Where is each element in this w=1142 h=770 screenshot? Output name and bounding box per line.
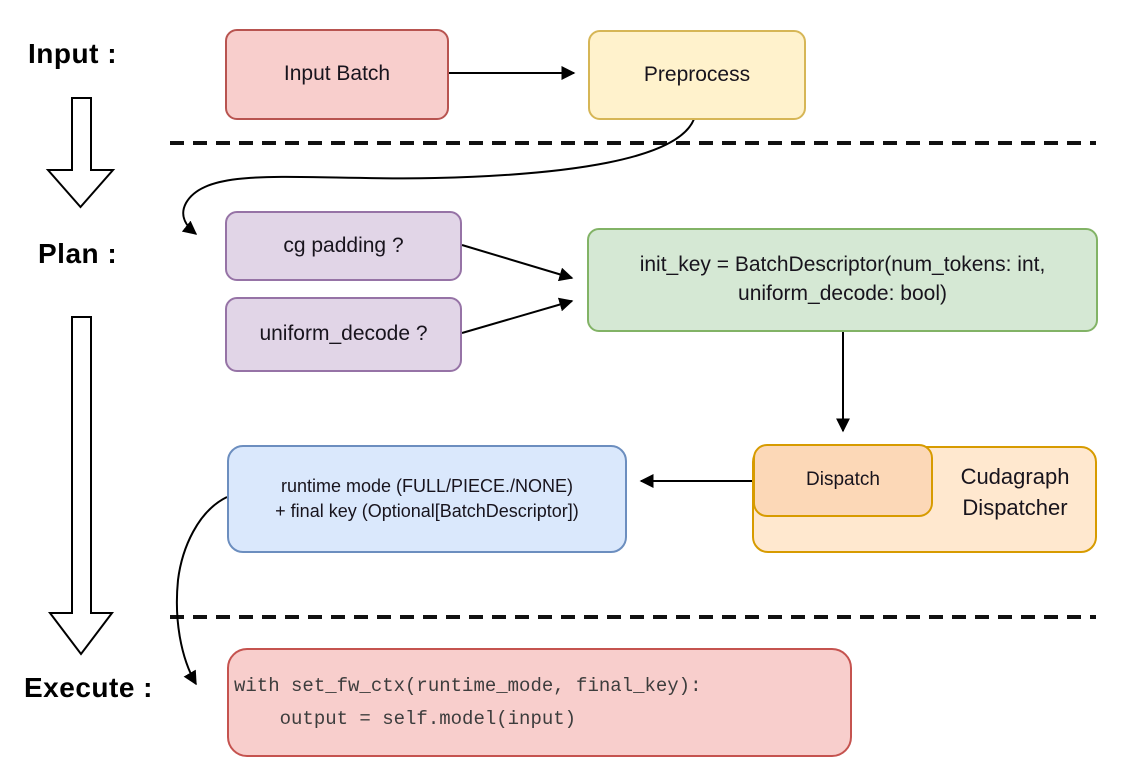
node-execute-code: with set_fw_ctx(runtime_mode, final_key)… xyxy=(227,648,852,757)
node-runtime-result-line1: runtime mode (FULL/PIECE./NONE) xyxy=(280,476,574,497)
stage-label-plan: Plan : xyxy=(38,238,118,269)
node-cg-padding-label: cg padding ? xyxy=(283,233,404,257)
node-preprocess-label: Preprocess xyxy=(643,62,751,86)
node-cg-padding: cg padding ? xyxy=(225,211,462,281)
stage-label-input: Input : xyxy=(28,38,118,69)
execute-code-line1: with set_fw_ctx(runtime_mode, final_key)… xyxy=(234,674,702,697)
arrow-uniform-decode-to-init-key xyxy=(461,297,574,334)
node-input-batch: Input Batch xyxy=(225,29,449,120)
node-init-key-line1: init_key = BatchDescriptor(num_tokens: i… xyxy=(639,253,1046,277)
node-preprocess: Preprocess xyxy=(588,30,806,120)
node-init-key-line2: uniform_decode: bool) xyxy=(738,282,947,305)
node-runtime-result: runtime mode (FULL/PIECE./NONE) + final … xyxy=(227,445,627,553)
arrow-preprocess-to-cg-padding xyxy=(181,118,695,235)
node-uniform-decode-label: uniform_decode ? xyxy=(259,322,428,346)
stage-label-execute: Execute : xyxy=(24,672,153,703)
node-dispatch: Dispatch xyxy=(753,444,933,517)
node-dispatch-label: Dispatch xyxy=(806,469,880,491)
node-init-key: init_key = BatchDescriptor(num_tokens: i… xyxy=(587,228,1098,332)
node-uniform-decode: uniform_decode ? xyxy=(225,297,462,372)
execute-code-line2: output = self.model(input) xyxy=(234,707,577,730)
node-input-batch-label: Input Batch xyxy=(283,62,391,86)
arrow-runtime-result-to-execute-code xyxy=(175,496,228,686)
stage-arrow-plan-to-execute xyxy=(47,316,115,656)
cudagraph-dispatcher-line2: Dispatcher xyxy=(962,494,1068,520)
node-runtime-result-line2: + final key (Optional[BatchDescriptor]) xyxy=(275,501,579,521)
stage-arrow-input-to-plan xyxy=(45,97,116,209)
cudagraph-dispatcher-line1: Cudagraph xyxy=(960,464,1070,489)
cudagraph-dispatcher-label: Cudagraph Dispatcher xyxy=(930,462,1100,524)
arrow-cg-padding-to-init-key xyxy=(461,244,574,282)
